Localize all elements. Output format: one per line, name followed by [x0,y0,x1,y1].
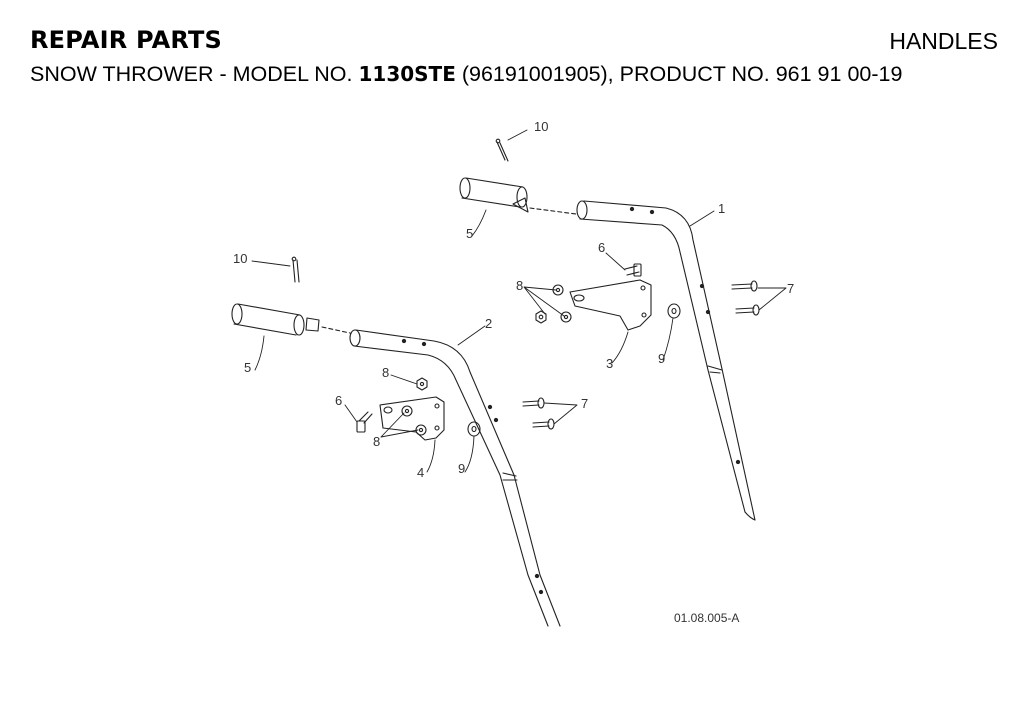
model-subtitle: SNOW THROWER - MODEL NO. 1130STE (961910… [30,62,902,87]
callout-9-lower: 9 [458,461,465,476]
lower-grip [231,303,320,336]
upper-grip [459,177,529,213]
model-number: 1130STE [358,62,456,86]
lower-bolt [356,411,373,433]
lower-hairpin [291,256,300,283]
lower-bracket [379,396,445,441]
callout-10-lower: 10 [233,251,247,266]
upper-bolt [624,263,642,277]
lower-carriage-bolts [522,397,555,430]
callout-9-upper: 9 [658,351,665,366]
callout-5-lower: 5 [244,360,251,375]
callout-6-lower: 6 [335,393,342,408]
lower-handle-tube [349,329,561,627]
callout-8-lower-top: 8 [382,365,389,380]
figure-code: 01.08.005-A [674,611,739,625]
callout-10-upper: 10 [534,119,548,134]
callout-7-upper: 7 [787,281,794,296]
upper-grip-rod [529,207,577,215]
upper-nuts-washers [535,284,572,324]
upper-carriage-bolts [731,280,760,316]
callout-5-upper: 5 [466,226,473,241]
callout-7-lower: 7 [581,396,588,411]
callout-1: 1 [718,201,725,216]
callout-8-upper: 8 [516,278,523,293]
callout-8-lower-bottom: 8 [373,434,380,449]
lower-grip-rod [321,326,351,334]
upper-washer [667,303,681,319]
page-topic: HANDLES [889,28,998,54]
callout-2: 2 [485,316,492,331]
callout-4: 4 [417,465,424,480]
upper-bracket [569,279,652,331]
callout-leaders [251,129,787,473]
section-title: REPAIR PARTS [30,26,223,54]
subtitle-suffix: (96191001905), PRODUCT NO. 961 91 00-19 [455,62,903,86]
callout-3: 3 [606,356,613,371]
lower-nuts-washers [401,377,428,436]
upper-hairpin [495,138,509,162]
upper-handle-tube [576,200,756,521]
callout-6-upper: 6 [598,240,605,255]
subtitle-prefix: SNOW THROWER - MODEL NO. [30,62,359,86]
